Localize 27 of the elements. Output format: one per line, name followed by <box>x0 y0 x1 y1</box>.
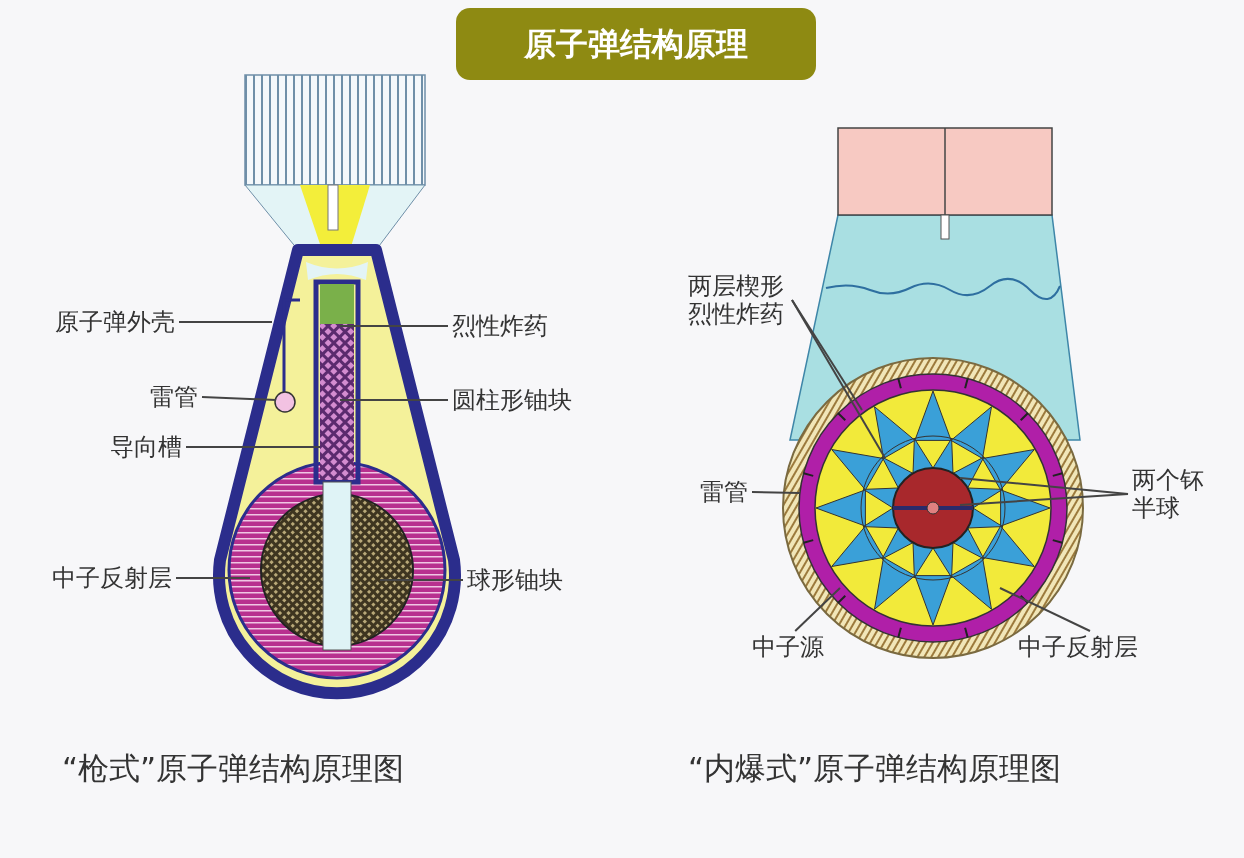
callout-label: 雷管 <box>150 383 198 411</box>
leader-line <box>201 396 277 401</box>
callout-label: 中子反射层 <box>1018 633 1138 661</box>
leader-line <box>185 446 321 448</box>
callout-label: 两个钚半球 <box>1132 466 1208 522</box>
callout-label: 圆柱形铀块 <box>452 386 572 414</box>
callout-label: 导向槽 <box>110 433 182 461</box>
title-banner: 原子弹结构原理 <box>456 8 816 80</box>
leader-line <box>175 577 251 579</box>
callout-label: 中子源 <box>752 633 824 661</box>
leader-line <box>999 587 1091 632</box>
leader-line <box>959 493 1129 506</box>
callout-label: 雷管 <box>700 478 748 506</box>
callout-label: 球形铀块 <box>467 566 563 594</box>
leader-line <box>791 299 886 459</box>
figure-caption: “内爆式”原子弹结构原理图 <box>688 749 1062 788</box>
leader-line <box>339 399 449 401</box>
leader-line <box>379 579 464 581</box>
leader-line <box>178 321 273 323</box>
callout-label: 原子弹外壳 <box>55 308 175 336</box>
callout-label: 两层楔形烈性炸药 <box>688 272 788 328</box>
callout-label: 中子反射层 <box>52 564 172 592</box>
figure-caption: “枪式”原子弹结构原理图 <box>62 749 405 788</box>
callout-label: 烈性炸药 <box>452 312 548 340</box>
leader-line <box>751 491 801 494</box>
leader-line <box>794 587 841 632</box>
leader-line <box>339 325 449 327</box>
